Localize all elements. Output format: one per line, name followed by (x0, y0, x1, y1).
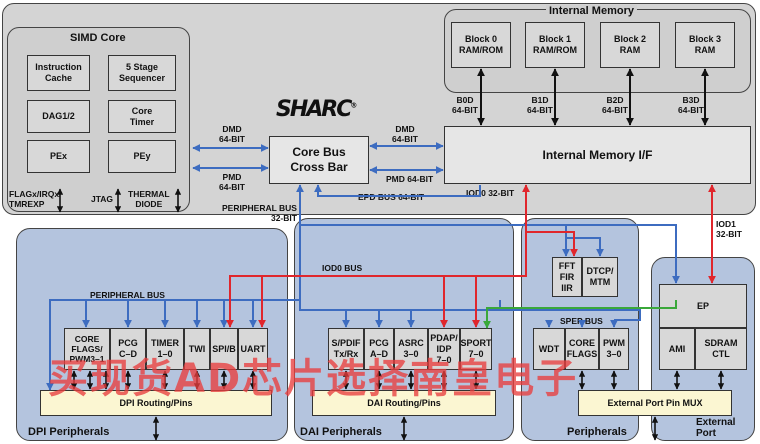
iod1-32-label: IOD1 32-BIT (716, 219, 742, 239)
dai-pcg-ad-block: PCG A–D (364, 328, 394, 370)
memory-block-2: Block 2 RAM (600, 22, 660, 68)
instruction-cache-block: Instruction Cache (27, 55, 90, 91)
spep-bus-label: SPEP BUS (560, 316, 603, 326)
memory-block-1: Block 1 RAM/ROM (525, 22, 585, 68)
core-bus-crossbar: Core Bus Cross Bar (269, 136, 369, 184)
epd-bus-label: EPD BUS 64-BIT (358, 192, 425, 202)
flag-irq-label: FLAGx/IRQx/ TMREXP (9, 189, 62, 209)
dai-spdif-block: S/PDIF Tx/Rx (328, 328, 364, 370)
ep-block: EP (659, 284, 747, 328)
wdt-block: WDT (533, 328, 565, 370)
jtag-label: JTAG (91, 194, 114, 204)
dai-asrc-block: ASRC 3–0 (394, 328, 428, 370)
pmd-right-label: PMD 64-BIT (386, 174, 434, 184)
b3d-label: B3D 64-BIT (678, 95, 704, 115)
peripheral-core-flags-block: CORE FLAGS (565, 328, 599, 370)
iod0-bus-label: IOD0 BUS (322, 263, 363, 273)
sdram-ctl-block: SDRAM CTL (695, 328, 747, 370)
peripherals-title: Peripherals (567, 426, 627, 438)
memory-block-0: Block 0 RAM/ROM (451, 22, 511, 68)
dtcp-mtm-block: DTCP/ MTM (582, 257, 618, 297)
fft-fir-iir-block: FFT FIR IIR (552, 257, 582, 297)
pex-block: PEx (27, 140, 90, 173)
peripheral-bus-32-label: PERIPHERAL BUS 32-BIT (222, 203, 297, 223)
b2d-label: B2D 64-BIT (602, 95, 628, 115)
simd-core-title: SIMD Core (70, 32, 126, 44)
peripheral-bus-label: PERIPHERAL BUS (90, 290, 165, 300)
sequencer-block: 5 Stage Sequencer (108, 55, 176, 91)
dmd-right-label: DMD 64-BIT (392, 124, 418, 144)
b1d-label: B1D 64-BIT (527, 95, 553, 115)
pwm-block: PWM 3–0 (599, 328, 629, 370)
sharc-logo: SHARC® (276, 97, 358, 122)
ami-block: AMI (659, 328, 695, 370)
internal-memory-interface: Internal Memory I/F (444, 126, 751, 184)
external-port-pin-mux: External Port Pin MUX (578, 390, 732, 416)
dai-sport-block: SPORT 7–0 (460, 328, 492, 370)
pey-block: PEy (108, 140, 176, 173)
dai-peripherals-title: DAI Peripherals (300, 426, 382, 438)
dpi-peripherals-title: DPI Peripherals (28, 426, 110, 438)
core-timer-block: Core Timer (108, 100, 176, 133)
thermal-diode-label: THERMAL DIODE (128, 189, 170, 209)
watermark-text: 买现货AD芯片选择南皇电子 (48, 356, 579, 402)
pmd-left-label: PMD 64-BIT (219, 172, 245, 192)
external-port-title: External Port (696, 417, 736, 439)
memory-block-3: Block 3 RAM (675, 22, 735, 68)
dmd-left-label: DMD 64-BIT (219, 124, 245, 144)
dag-block: DAG1/2 (27, 100, 90, 133)
internal-memory-title: Internal Memory (546, 5, 637, 17)
iod0-32-label: IOD0 32-BIT (466, 188, 515, 198)
dpi-routing-pins: DPI Routing/Pins (40, 390, 272, 416)
dai-routing-pins: DAI Routing/Pins (312, 390, 496, 416)
dai-pdap-idp-block: PDAP/ IDP 7–0 (428, 328, 460, 370)
b0d-label: B0D 64-BIT (452, 95, 478, 115)
